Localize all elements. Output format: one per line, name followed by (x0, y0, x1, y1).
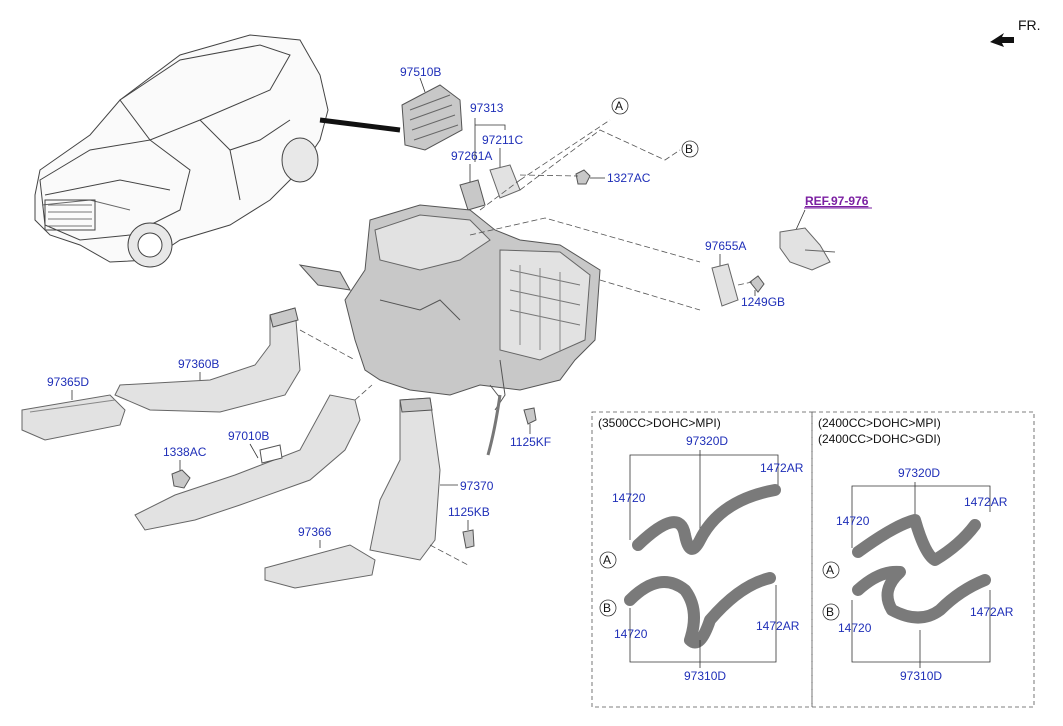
marker-a-top (611, 97, 629, 115)
marker-a-left-label: A (603, 553, 611, 567)
box-right-bottom-right: 1472AR (970, 605, 1014, 619)
marker-b-top-label: B (685, 142, 693, 156)
box-right-top-left: 14720 (836, 514, 870, 528)
duct-97360B: 97360B (114, 307, 356, 413)
bolt-1125KF: 1125KF (510, 407, 551, 449)
label-97010B: 97010B (228, 429, 269, 443)
duct-97010B: 97010B (134, 384, 373, 531)
forward-direction: FR. (990, 17, 1041, 47)
marker-a-right (822, 561, 840, 579)
box-left-top-right: 1472AR (760, 461, 804, 475)
pad-97366: 97366 (264, 525, 376, 589)
duct-97370: 97370 (369, 397, 494, 566)
pad-97365D: 97365D (21, 375, 126, 441)
gasket-group-97313: 97313 97211C 97261A (451, 101, 523, 211)
label-97655A: 97655A (705, 239, 746, 253)
arrow-forward-icon (990, 33, 1014, 47)
label-97510B: 97510B (400, 65, 441, 79)
box-left-top-part: 97320D (686, 434, 728, 448)
bolt-1125KB: 1125KB (448, 505, 490, 549)
box-left-title: (3500CC>DOHC>MPI) (598, 416, 721, 430)
reference-lines: A B (479, 97, 699, 211)
marker-a-top-label: A (615, 99, 623, 113)
label-1249GB: 1249GB (741, 295, 785, 309)
label-97370: 97370 (460, 479, 494, 493)
heater-blower-unit (298, 204, 601, 456)
air-filter-97510B: 97510B (400, 65, 463, 151)
marker-b-left-label: B (603, 601, 611, 615)
label-97261A: 97261A (451, 149, 492, 163)
vehicle-illustration (34, 34, 401, 268)
reference-label: REF.97-976 (805, 194, 869, 208)
marker-a-right-label: A (826, 563, 834, 577)
marker-b-left (599, 599, 617, 617)
gasket-97655A: 97655A 1249GB (705, 239, 785, 309)
clip-1327AC: 1327AC (519, 169, 651, 185)
clip-1338AC: 1338AC (163, 445, 207, 489)
box-right-title-1: (2400CC>DOHC>MPI) (818, 416, 941, 430)
box-right-top-right: 1472AR (964, 495, 1008, 509)
direction-label: FR. (1018, 17, 1041, 33)
box-right-top-part: 97320D (898, 466, 940, 480)
box-right-title-2: (2400CC>DOHC>GDI) (818, 432, 941, 446)
box-right-bottom-part: 97310D (900, 669, 942, 683)
marker-a-left (599, 551, 617, 569)
marker-b-top (681, 140, 699, 158)
hose-kit-3500cc: (3500CC>DOHC>MPI) 97320D 1472AR 14720 A … (591, 411, 813, 708)
box-left-bottom-left: 14720 (614, 627, 648, 641)
marker-b-right (822, 603, 840, 621)
marker-b-right-label: B (826, 605, 834, 619)
reference-97-976: REF.97-976 (779, 194, 872, 271)
label-1125KB: 1125KB (448, 505, 490, 519)
label-97360B: 97360B (178, 357, 219, 371)
hose-kit-2400cc: (2400CC>DOHC>MPI) (2400CC>DOHC>GDI) 9732… (811, 411, 1035, 708)
label-97211C: 97211C (482, 133, 523, 147)
box-left-bottom-right: 1472AR (756, 619, 800, 633)
label-1327AC: 1327AC (607, 171, 651, 185)
box-left-bottom-part: 97310D (684, 669, 726, 683)
label-97365D: 97365D (47, 375, 89, 389)
label-97313: 97313 (470, 101, 504, 115)
label-1338AC: 1338AC (163, 445, 207, 459)
label-97366: 97366 (298, 525, 332, 539)
box-right-bottom-left: 14720 (838, 621, 872, 635)
label-1125KF: 1125KF (510, 435, 551, 449)
box-left-top-left: 14720 (612, 491, 646, 505)
